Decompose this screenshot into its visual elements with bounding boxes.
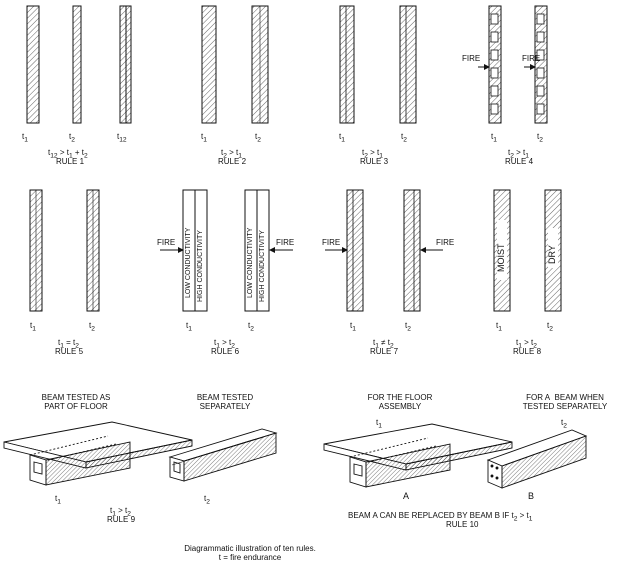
rule10-beam-b: B [528, 491, 535, 501]
rule2-equation: t2 > t1 [221, 148, 242, 160]
rule6-high-left: HIGH CONDUCTIVITY [197, 230, 204, 302]
rule8-moist: MOIST [496, 243, 506, 273]
rule7-fire-right: FIRE [436, 238, 455, 247]
rule6-walls [160, 189, 293, 312]
rule8-walls [493, 189, 562, 312]
rule9-equation: t1 > t2 [110, 506, 131, 518]
rule6-t2-label: t2 [248, 321, 254, 333]
rule5-walls [29, 189, 100, 312]
rule6-t1-label: t1 [186, 321, 192, 333]
rule9-label: RULE 9 [107, 515, 136, 524]
rule6-label: RULE 6 [211, 347, 240, 356]
rule10-floor-slab [323, 423, 513, 488]
rule4-fire-left: FIRE [462, 54, 481, 63]
rule4-fire-right: FIRE [522, 54, 541, 63]
rule9-beam [168, 428, 278, 482]
rule2-t1-label: t1 [201, 132, 207, 144]
rule6-fire-right: FIRE [276, 238, 295, 247]
rule7-equation: t1 ≠ t2 [373, 338, 394, 350]
rule8-label: RULE 8 [513, 347, 542, 356]
rule3-label: RULE 3 [360, 157, 389, 166]
rule6-equation: t1 > t2 [214, 338, 235, 350]
rule10-box-beam [486, 429, 588, 489]
rule1-t2-label: t2 [69, 132, 75, 144]
rule10-beam-a: A [403, 491, 410, 501]
rule8-t1-label: t1 [496, 321, 502, 333]
rule8-equation: t1 > t2 [516, 338, 537, 350]
rule5-label: RULE 5 [55, 347, 84, 356]
rule1-equation: t12 > t1 + t2 [48, 148, 88, 160]
rule10-t1-label: t1 [376, 418, 382, 430]
rule7-label: RULE 7 [370, 347, 399, 356]
rule4-t1-label: t1 [491, 132, 497, 144]
rule2-label: RULE 2 [218, 157, 247, 166]
rule7-fire-left: FIRE [322, 238, 341, 247]
rule7-walls [325, 189, 443, 312]
rule4-equation: t2 > t1 [508, 148, 529, 160]
rule6-fire-left: FIRE [157, 238, 176, 247]
rule2-t2-label: t2 [255, 132, 261, 144]
rule10-equation: BEAM A CAN BE REPLACED BY BEAM B IF t2 >… [348, 511, 533, 523]
rule5-t1-label: t1 [30, 321, 36, 333]
rule8-dry: DRY [547, 245, 557, 264]
rule10-label: RULE 10 [446, 520, 479, 529]
rule2-walls [201, 5, 269, 124]
rule4-walls [478, 5, 548, 124]
rule5-equation: t1 = t2 [58, 338, 79, 350]
rule5-t2-label: t2 [89, 321, 95, 333]
rule4-t2-label: t2 [537, 132, 543, 144]
rule1-t12-label: t12 [117, 132, 127, 144]
rule6-low-right: LOW CONDUCTIVITY [247, 227, 254, 298]
rule3-equation: t2 > t1 [362, 148, 383, 160]
caption-line1: Diagrammatic illustration of ten rules. [184, 544, 316, 553]
rule3-t2-label: t2 [401, 132, 407, 144]
rule9-t2-label: t2 [204, 494, 210, 506]
rule4-label: RULE 4 [505, 157, 534, 166]
rule9-floor-slab [3, 421, 193, 486]
rule6-low-left: LOW CONDUCTIVITY [185, 227, 192, 298]
rule6-high-right: HIGH CONDUCTIVITY [259, 230, 266, 302]
rule1-t1-label: t1 [22, 132, 28, 144]
rule3-t1-label: t1 [339, 132, 345, 144]
rule3-walls [339, 5, 417, 124]
rule7-t2-label: t2 [405, 321, 411, 333]
rule7-t1-label: t1 [350, 321, 356, 333]
rule10-t2-label: t2 [561, 418, 567, 430]
rule8-t2-label: t2 [547, 321, 553, 333]
rule1-label: RULE 1 [56, 157, 85, 166]
caption-line2: t = fire endurance [218, 553, 282, 562]
rule9-t1-label: t1 [55, 494, 61, 506]
rule1-walls [26, 5, 132, 124]
